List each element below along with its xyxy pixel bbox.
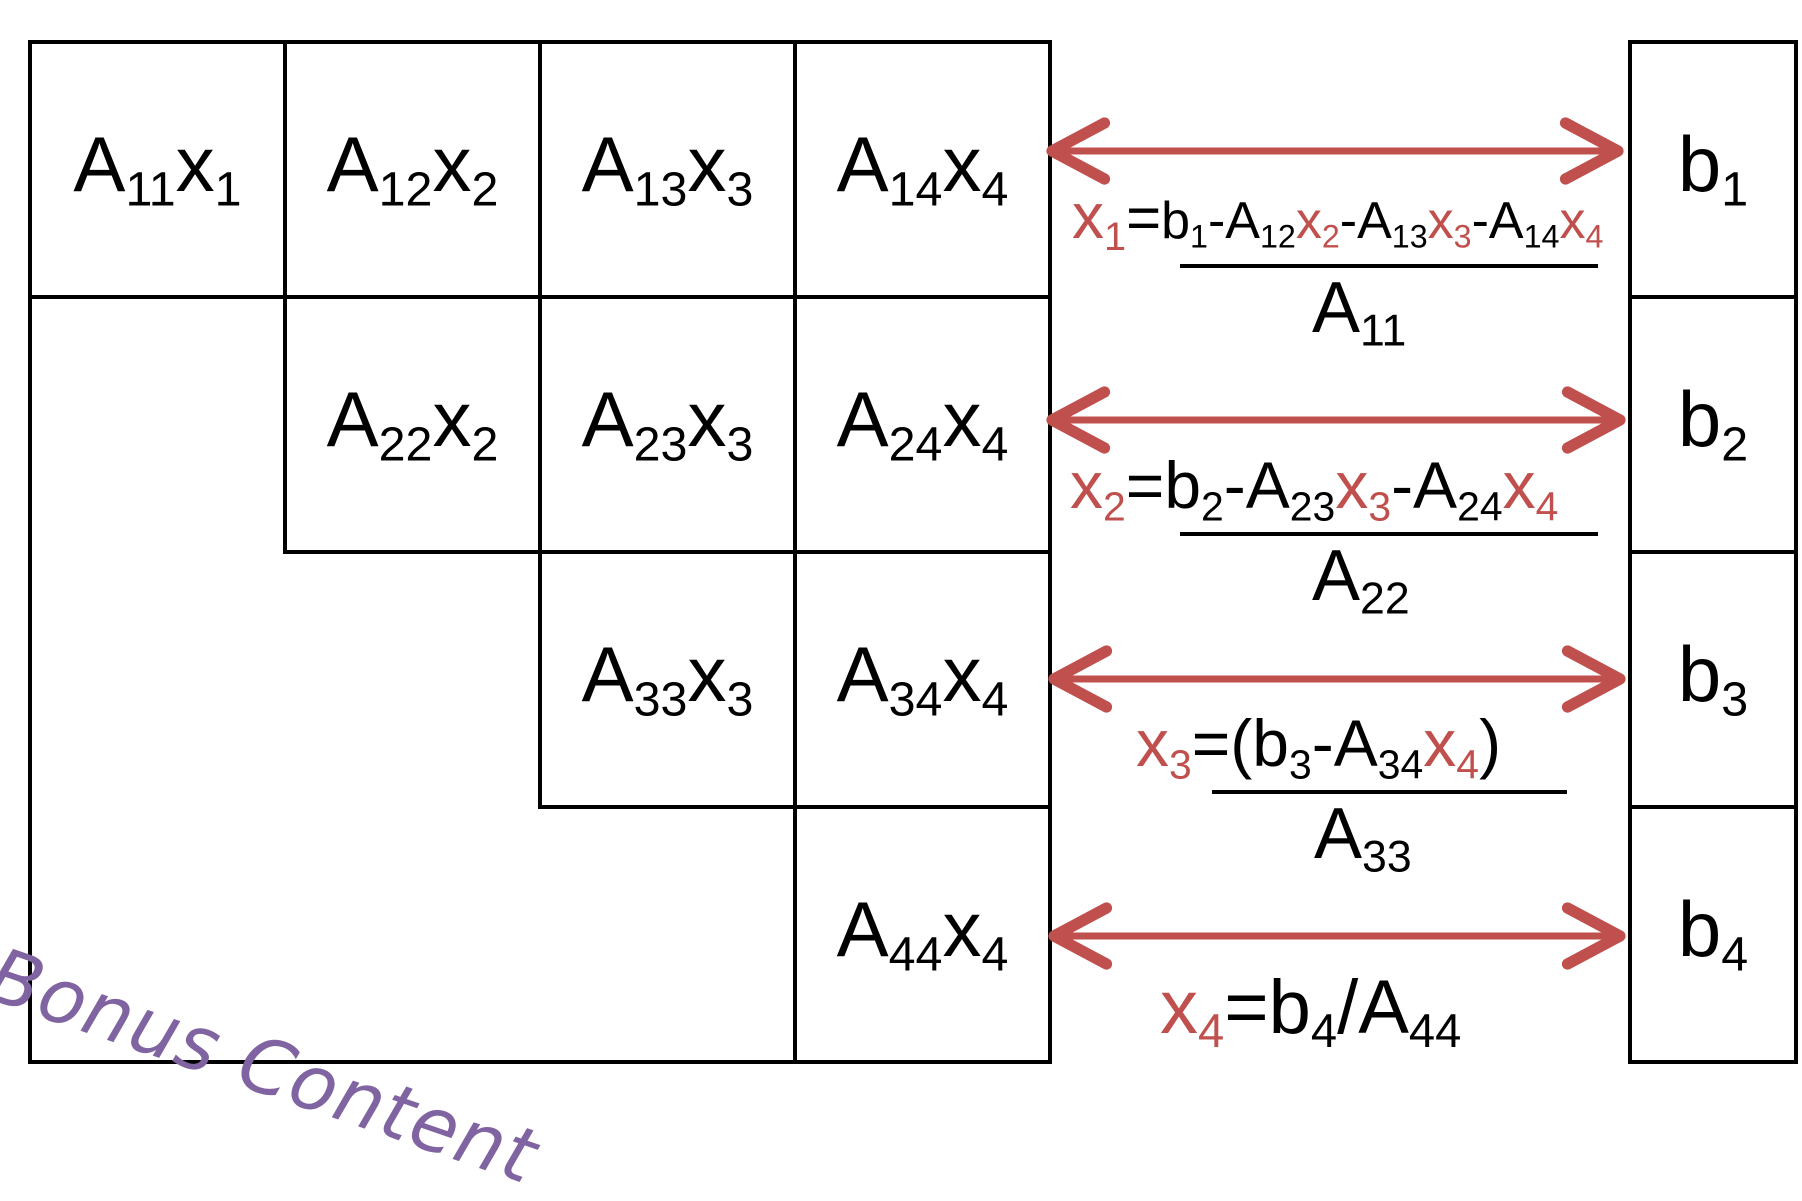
fraction-bar-x2 — [1180, 532, 1598, 536]
matrix-cell-a34: A34x4 — [793, 550, 1052, 809]
fraction-bar-x3 — [1212, 790, 1567, 794]
matrix-cell-a14: A14x4 — [793, 40, 1052, 299]
back-substitution-diagram: A11x1 A12x2 A13x3 A14x4 A22x2 A23x3 A24x… — [0, 40, 1798, 1201]
matrix-cell-a23: A23x3 — [538, 295, 797, 554]
fraction-bar-x1 — [1180, 264, 1598, 268]
rhs-cell-b3: b3 — [1628, 550, 1798, 809]
denominator-x3: A33 — [1314, 794, 1412, 882]
denominator-x2: A22 — [1312, 536, 1410, 624]
rhs-cell-b1: b1 — [1628, 40, 1798, 299]
rhs-cell-b2: b2 — [1628, 295, 1798, 554]
matrix-cell-a11: A11x1 — [28, 40, 287, 299]
matrix-cell-a44: A44x4 — [793, 805, 1052, 1064]
equation-x1: x1=b1-A12x2-A13x3-A14x4 — [1072, 180, 1604, 259]
equation-x4: x4=b4/A44 — [1160, 965, 1462, 1058]
matrix-cell-a24: A24x4 — [793, 295, 1052, 554]
matrix-cell-a12: A12x2 — [283, 40, 542, 299]
rhs-cell-b4: b4 — [1628, 805, 1798, 1064]
equation-x3: x3=(b3-A34x4) — [1136, 706, 1502, 788]
denominator-x1: A11 — [1312, 268, 1407, 356]
matrix-cell-a22: A22x2 — [283, 295, 542, 554]
equation-x2: x2=b2-A23x3-A24x4 — [1070, 448, 1559, 530]
matrix-cell-a13: A13x3 — [538, 40, 797, 299]
matrix-cell-a33: A33x3 — [538, 550, 797, 809]
